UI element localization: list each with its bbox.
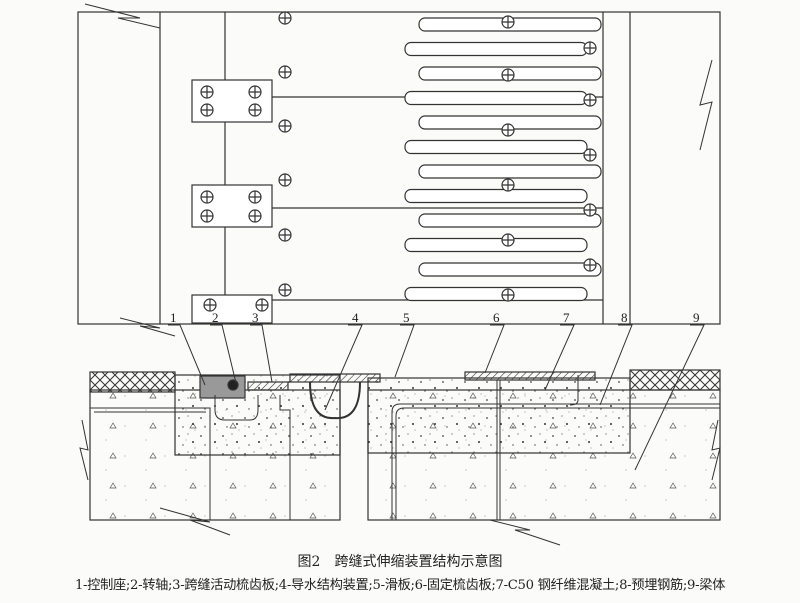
- bolt-cross: [584, 94, 596, 106]
- bolt-cross: [249, 86, 261, 98]
- bolt-cross: [279, 284, 291, 296]
- callout-1: 1: [170, 310, 177, 325]
- bolt-cross: [502, 16, 514, 28]
- comb-tooth: [404, 286, 588, 302]
- control-seat: [199, 375, 246, 399]
- comb-tooth: [404, 139, 588, 155]
- bolt-cross: [502, 179, 514, 191]
- bolt-cross: [201, 210, 213, 222]
- bolt-cross: [249, 191, 261, 203]
- bolt-cross: [584, 42, 596, 54]
- comb-tooth: [418, 164, 602, 179]
- bolt-cross: [249, 104, 261, 116]
- comb-tooth: [404, 41, 588, 57]
- bolt-cross: [279, 120, 291, 132]
- bolt-cross: [279, 174, 291, 186]
- bolt-cross: [502, 234, 514, 246]
- bolt-cross: [584, 204, 596, 216]
- c50-concrete-right: [367, 377, 631, 454]
- bolt-cross: [279, 229, 291, 241]
- bolt-cross: [204, 299, 216, 311]
- callout-7: 7: [563, 310, 570, 325]
- callout-labels: 1 2 3 4 5 6 7 8 9: [170, 310, 700, 325]
- bolt-cross: [502, 289, 514, 301]
- bolt-cross: [584, 259, 596, 271]
- callout-2: 2: [212, 310, 219, 325]
- bolt-cross: [502, 124, 514, 136]
- callout-4: 4: [352, 310, 359, 325]
- callout-5: 5: [403, 310, 410, 325]
- callout-8: 8: [621, 310, 628, 325]
- comb-tooth: [418, 262, 602, 277]
- bolt-cross: [502, 69, 514, 81]
- drainage-device: [309, 381, 361, 420]
- sliding-plate: [289, 373, 381, 383]
- bolt-cross: [201, 191, 213, 203]
- figure-title: 图2 跨缝式伸缩装置结构示意图: [297, 554, 503, 570]
- comb-tooth: [404, 188, 588, 204]
- plan-view: [77, 3, 721, 337]
- section-view: [79, 324, 721, 546]
- fixed-comb-plate: [464, 371, 596, 381]
- comb-tooth: [418, 213, 602, 228]
- figure-legend: 1-控制座;2-转轴;3-跨缝活动梳齿板;4-导水结构装置;5-滑板;6-固定梳…: [74, 578, 726, 593]
- callout-3: 3: [252, 310, 259, 325]
- bolt-cross: [256, 299, 268, 311]
- pavement-right: [629, 369, 721, 391]
- bolt-cross: [279, 12, 291, 24]
- pavement-left: [89, 371, 176, 393]
- rotating-shaft: [227, 379, 239, 391]
- callout-6: 6: [493, 310, 500, 325]
- movable-comb-plate: [247, 381, 289, 391]
- bolt-cross: [584, 149, 596, 161]
- bolt-cross: [201, 86, 213, 98]
- comb-tooth: [404, 90, 588, 106]
- bolt-cross: [249, 210, 261, 222]
- bolt-cross: [279, 66, 291, 78]
- comb-tooth: [404, 237, 588, 253]
- bolt-cross: [201, 104, 213, 116]
- callout-9: 9: [693, 310, 700, 325]
